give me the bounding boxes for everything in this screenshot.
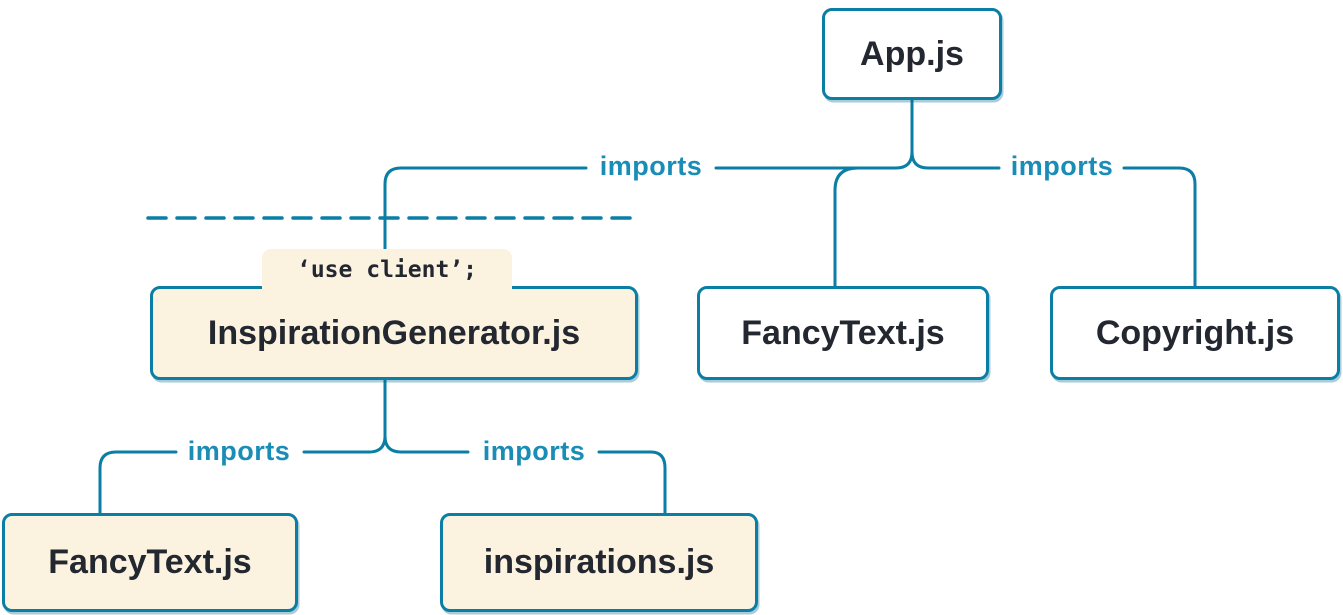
node-inspirations-label: inspirations.js	[483, 543, 715, 581]
edge-app-to-copyright	[910, 150, 1197, 289]
node-fancytext-top-label: FancyText.js	[741, 313, 945, 352]
node-app-label: App.js	[860, 34, 964, 73]
node-app: App.js	[822, 8, 1002, 100]
node-fancytext-bottom-label: FancyText.js	[48, 543, 252, 581]
imports-label-inspirationgenerator-inspirations: imports	[482, 436, 586, 466]
node-inspirations: inspirations.js	[440, 513, 758, 612]
imports-label-inspirationgenerator-fancytext: imports	[187, 436, 291, 466]
node-inspiration-generator-label: InspirationGenerator.js	[207, 313, 581, 352]
node-copyright-label: Copyright.js	[1095, 313, 1295, 352]
edge-inspirationgenerator-to-inspirations	[383, 434, 667, 516]
edge-app-to-fancytext	[833, 166, 860, 289]
imports-label-app-copyright: imports	[1010, 151, 1114, 181]
node-fancytext-bottom: FancyText.js	[2, 513, 298, 612]
node-copyright: Copyright.js	[1050, 286, 1340, 380]
node-fancytext-top: FancyText.js	[697, 286, 989, 380]
imports-label-app-inspirationgenerator: imports	[599, 151, 703, 181]
use-client-directive-badge: ‘use client’;	[262, 249, 512, 290]
node-inspiration-generator: InspirationGenerator.js	[150, 286, 638, 380]
use-client-directive-text: ‘use client’;	[296, 256, 477, 283]
